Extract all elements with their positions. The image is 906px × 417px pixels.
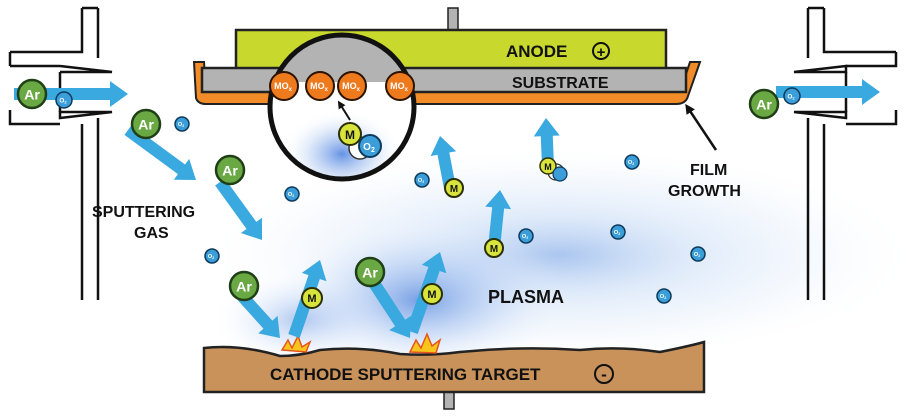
svg-text:MOx: MOx bbox=[274, 81, 293, 93]
flow-arrow bbox=[237, 291, 280, 338]
svg-text:M: M bbox=[490, 244, 498, 255]
oxygen-molecule: O2 bbox=[518, 228, 534, 244]
plus-sign-icon: + bbox=[592, 42, 610, 61]
film-growth-label-line2: GROWTH bbox=[668, 183, 741, 200]
oxygen-molecule: O2 bbox=[174, 116, 190, 132]
metal-oxide-atom: MOx bbox=[269, 71, 299, 101]
metal-atom: M bbox=[484, 238, 504, 258]
metal-oxide-atom: MOx bbox=[305, 71, 335, 101]
flow-arrow bbox=[533, 118, 560, 167]
spark-icon bbox=[280, 334, 312, 353]
oxygen-molecule: O2 bbox=[414, 172, 430, 188]
svg-text:Ar: Ar bbox=[24, 87, 40, 103]
svg-text:-: - bbox=[601, 365, 607, 384]
flow-arrow bbox=[485, 190, 512, 249]
svg-text:O2: O2 bbox=[522, 234, 528, 240]
flow-arrow bbox=[776, 79, 880, 105]
svg-text:+: + bbox=[597, 44, 606, 61]
svg-text:O2: O2 bbox=[363, 142, 375, 154]
oxygen-molecule: O2 bbox=[55, 91, 73, 109]
film-growth-pointer bbox=[685, 103, 718, 151]
gas-outlet-right bbox=[793, 6, 898, 300]
oxygen-molecule: O2 bbox=[656, 288, 672, 304]
spark-icon bbox=[408, 332, 442, 354]
flow-arrow bbox=[14, 81, 128, 107]
metal-oxide-atom: MOx bbox=[385, 71, 415, 101]
argon-atom: Ar bbox=[748, 88, 780, 120]
svg-text:O2: O2 bbox=[628, 160, 634, 166]
metal-oxygen-pair: M O2 bbox=[338, 122, 382, 160]
svg-text:Ar: Ar bbox=[756, 97, 772, 113]
metal-atom: M bbox=[421, 283, 443, 305]
svg-text:MOx: MOx bbox=[342, 81, 361, 93]
metal-oxide-atom: MOx bbox=[337, 71, 367, 101]
svg-text:O2: O2 bbox=[418, 178, 424, 184]
anode-label: ANODE bbox=[506, 42, 567, 61]
svg-text:MOx: MOx bbox=[390, 81, 409, 93]
gas-inlet-left bbox=[8, 6, 113, 300]
film-growth-label-line1: FILM bbox=[690, 162, 727, 179]
plasma-cloud bbox=[200, 145, 906, 380]
svg-text:Ar: Ar bbox=[236, 279, 252, 295]
argon-atom: Ar bbox=[228, 270, 260, 302]
metal-atom: M bbox=[444, 178, 464, 198]
svg-text:O2: O2 bbox=[208, 254, 214, 260]
svg-text:Ar: Ar bbox=[362, 265, 378, 281]
svg-text:M: M bbox=[544, 162, 552, 172]
svg-text:M: M bbox=[450, 184, 458, 195]
svg-text:Ar: Ar bbox=[138, 117, 154, 133]
svg-text:O2: O2 bbox=[787, 93, 795, 100]
sputtering-gas-label-line1: SPUTTERING bbox=[92, 204, 195, 221]
flow-arrow bbox=[215, 178, 262, 240]
flow-arrow bbox=[430, 136, 457, 190]
oxygen-molecule: O2 bbox=[690, 246, 706, 262]
argon-atom: Ar bbox=[214, 154, 246, 186]
sputtering-gas-label-line2: GAS bbox=[134, 225, 169, 242]
oxygen-molecule: O2 bbox=[284, 186, 300, 202]
metal-atom: M bbox=[301, 287, 323, 309]
substrate-label: SUBSTRATE bbox=[512, 75, 609, 92]
svg-text:O2: O2 bbox=[694, 252, 700, 258]
svg-text:M: M bbox=[427, 289, 436, 301]
oxygen-molecule: O2 bbox=[624, 154, 640, 170]
oxygen-molecule: O2 bbox=[783, 87, 801, 105]
minus-sign-icon: - bbox=[594, 364, 614, 384]
svg-text:O2: O2 bbox=[59, 97, 67, 104]
flow-arrow bbox=[366, 276, 412, 338]
oxygen-molecule: O2 bbox=[610, 224, 626, 240]
argon-atom: Ar bbox=[354, 256, 386, 288]
argon-atom: Ar bbox=[16, 78, 48, 110]
svg-text:O2: O2 bbox=[660, 294, 666, 300]
svg-text:M: M bbox=[307, 293, 316, 305]
svg-text:M: M bbox=[345, 128, 355, 142]
plasma-label: PLASMA bbox=[488, 287, 564, 307]
svg-text:O2: O2 bbox=[288, 192, 294, 198]
cathode-label: CATHODE SPUTTERING TARGET bbox=[270, 365, 541, 384]
cathode-target bbox=[202, 340, 706, 394]
flow-arrow bbox=[124, 125, 196, 180]
svg-text:O2: O2 bbox=[178, 122, 184, 128]
svg-text:Ar: Ar bbox=[222, 163, 238, 179]
oxygen-molecule: O2 bbox=[204, 248, 220, 264]
metal-oxide-cluster: M bbox=[539, 157, 568, 182]
svg-text:O2: O2 bbox=[614, 230, 620, 236]
svg-text:MOx: MOx bbox=[310, 81, 329, 93]
argon-atom: Ar bbox=[130, 108, 162, 140]
